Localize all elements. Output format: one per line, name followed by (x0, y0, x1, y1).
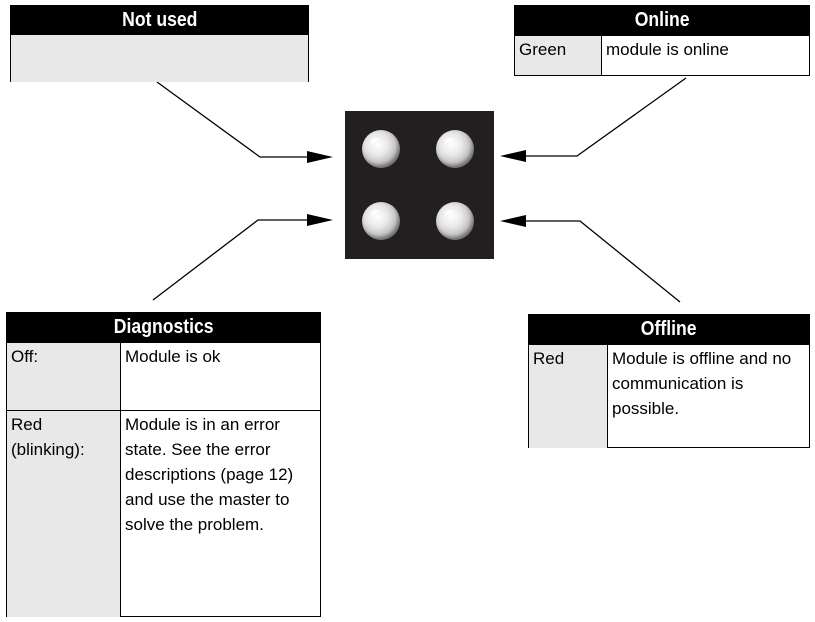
leader-diagnostics (152, 219, 312, 301)
online-box: Online Green module is online (514, 5, 810, 76)
table-row: Red Module is offline and no communicati… (529, 344, 809, 448)
meaning-cell: Module is ok (120, 342, 320, 411)
leader-online (522, 77, 687, 157)
meaning-cell: Module is offline and no communication i… (607, 344, 809, 448)
offline-header: Offline (529, 315, 809, 344)
led-top-right (436, 130, 474, 168)
online-header: Online (515, 6, 809, 35)
leader-not-used (156, 81, 312, 158)
led-bottom-left (362, 202, 400, 240)
not-used-body (11, 35, 308, 82)
led-bottom-right (436, 202, 474, 240)
not-used-header: Not used (11, 6, 308, 35)
offline-box: Offline Red Module is offline and no com… (528, 314, 810, 448)
state-cell: Red (529, 344, 608, 448)
not-used-box: Not used (10, 5, 309, 82)
arrowhead-offline (500, 215, 526, 227)
meaning-cell: module is online (601, 35, 809, 75)
meaning-cell: Module is in an error state. See the err… (120, 410, 320, 617)
table-row: Off: Module is ok (7, 342, 320, 411)
table-row: Red (blinking): Module is in an error st… (7, 410, 320, 617)
arrowhead-not-used (307, 151, 333, 163)
state-cell: Red (blinking): (7, 410, 121, 617)
led-top-left (362, 130, 400, 168)
arrowhead-online (500, 150, 526, 162)
diagnostics-box: Diagnostics Off: Module is ok Red (blink… (6, 312, 321, 617)
state-cell: Green (515, 35, 602, 75)
diagnostics-header: Diagnostics (7, 313, 320, 342)
state-cell: Off: (7, 342, 121, 411)
table-row: Green module is online (515, 35, 809, 75)
arrowhead-diagnostics (307, 214, 333, 226)
led-panel (345, 111, 494, 259)
leader-offline (522, 220, 681, 303)
